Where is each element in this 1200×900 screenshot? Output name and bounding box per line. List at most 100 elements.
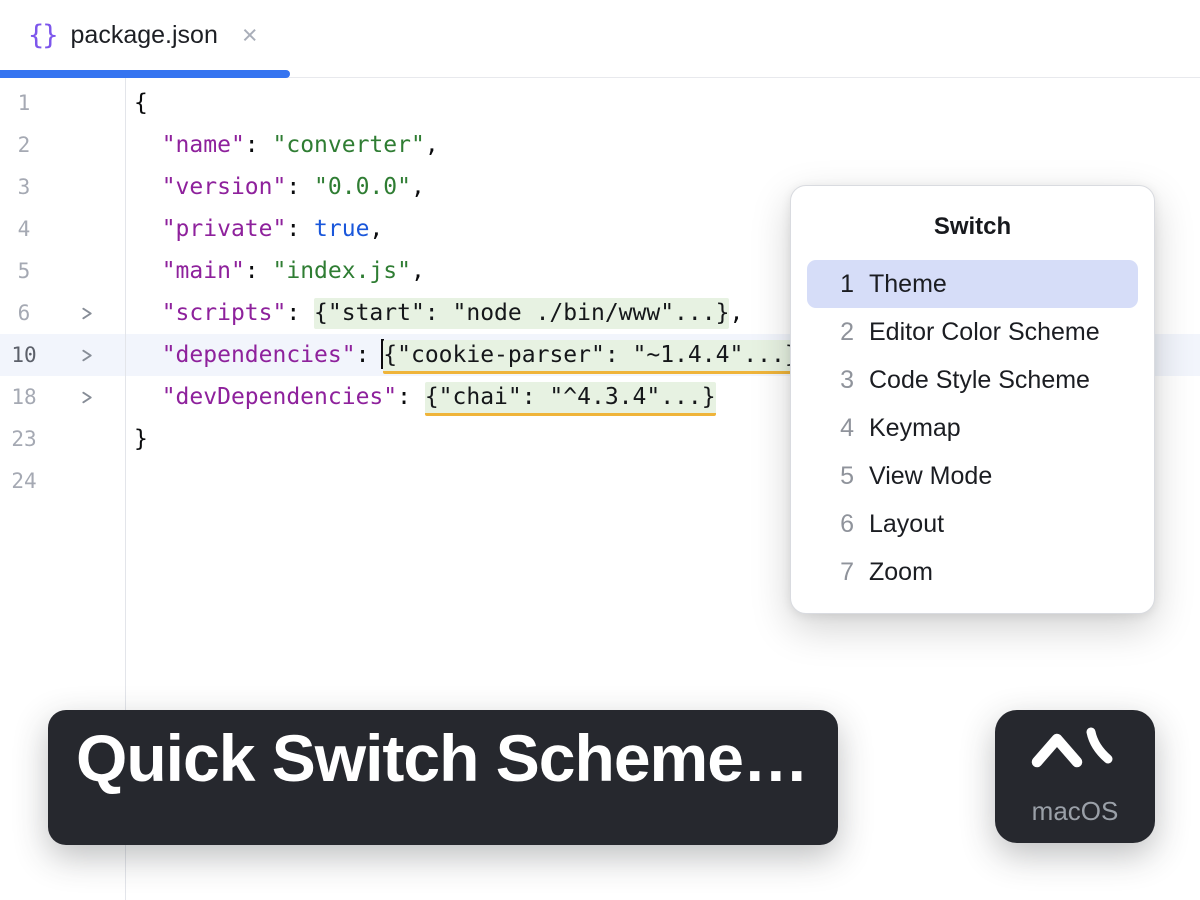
popup-item-number: 7: [840, 557, 854, 586]
fold-gutter[interactable]: [48, 292, 125, 334]
line-number[interactable]: 23: [11, 427, 37, 451]
code-segment-plain: :: [286, 216, 315, 242]
code-segment-plain: [134, 342, 162, 368]
code-text[interactable]: "version": "0.0.0",: [125, 166, 425, 208]
code-segment-plain: :: [286, 300, 315, 326]
code-segment-keyword: true: [314, 216, 370, 242]
fold-chevron-icon[interactable]: [78, 305, 95, 322]
fold-gutter[interactable]: [48, 334, 125, 376]
fold-gutter: [48, 460, 125, 502]
popup-item-label: Theme: [869, 269, 947, 298]
code-segment-plain: :: [355, 342, 384, 368]
action-name-label: Quick Switch Scheme…: [76, 721, 809, 795]
code-line[interactable]: 3 "version": "0.0.0",: [0, 166, 1200, 208]
line-number[interactable]: 6: [17, 301, 31, 325]
code-segment-plain: ,: [729, 300, 744, 326]
line-number[interactable]: 18: [11, 385, 37, 409]
fold-chevron-icon[interactable]: [78, 347, 95, 364]
code-segment-plain: [134, 258, 162, 284]
code-segment-plain: ,: [424, 132, 439, 158]
active-tab-indicator: [0, 70, 290, 78]
fold-gutter: [48, 418, 125, 460]
code-line[interactable]: 5 "main": "index.js",: [0, 250, 1200, 292]
popup-item-keymap[interactable]: 4 Keymap: [807, 404, 1138, 452]
editor-lines: 1{2 "name": "converter",3 "version": "0.…: [0, 78, 1200, 502]
code-text[interactable]: "main": "index.js",: [125, 250, 425, 292]
code-line[interactable]: 1{: [0, 82, 1200, 124]
gutter-separator: [125, 78, 126, 900]
line-number[interactable]: 1: [17, 91, 31, 115]
shortcut-keys: [1029, 726, 1155, 772]
line-number[interactable]: 10: [11, 343, 37, 367]
popup-item-number: 3: [840, 365, 854, 394]
code-segment-plain: :: [286, 174, 315, 200]
line-number[interactable]: 3: [17, 175, 31, 199]
fold-gutter[interactable]: [48, 376, 125, 418]
code-segment-plain: ,: [410, 258, 425, 284]
code-line[interactable]: 2 "name": "converter",: [0, 124, 1200, 166]
backtick-key-icon: [1086, 727, 1113, 764]
close-tab-icon[interactable]: ×: [241, 19, 258, 50]
code-segment-key: "main": [161, 258, 245, 284]
code-segment-plain: ,: [369, 216, 384, 242]
line-number[interactable]: 2: [17, 133, 31, 157]
popup-item-editor-color-scheme[interactable]: 2 Editor Color Scheme: [807, 308, 1138, 356]
popup-item-label: Code Style Scheme: [869, 365, 1090, 394]
code-line[interactable]: 24: [0, 460, 1200, 502]
control-key-icon: [1031, 733, 1083, 768]
line-number[interactable]: 4: [17, 217, 31, 241]
code-segment-plain: :: [244, 132, 273, 158]
code-segment-plain: [134, 300, 162, 326]
popup-item-number: 6: [840, 509, 854, 538]
fold-chevron-icon[interactable]: [78, 389, 95, 406]
os-label: macOS: [1031, 796, 1119, 826]
popup-item-code-style-scheme[interactable]: 3 Code Style Scheme: [807, 356, 1138, 404]
code-segment-string: "converter": [272, 132, 425, 158]
code-text[interactable]: {: [125, 82, 148, 124]
popup-item-label: Editor Color Scheme: [869, 317, 1100, 346]
json-file-icon: {}: [28, 19, 58, 51]
tab-title: package.json: [70, 20, 218, 49]
code-line[interactable]: 23}: [0, 418, 1200, 460]
code-segment-key: "scripts": [161, 300, 287, 326]
popup-item-label: Zoom: [869, 557, 933, 586]
editor-tab-bar: {} package.json ×: [0, 0, 1200, 78]
code-text[interactable]: "private": true,: [125, 208, 384, 250]
code-segment-plain: :: [397, 384, 425, 410]
popup-item-number: 4: [840, 413, 854, 442]
line-number[interactable]: 24: [11, 469, 37, 493]
popup-item-zoom[interactable]: 7 Zoom: [807, 548, 1138, 596]
code-text[interactable]: "dependencies": {"cookie-parser": "~1.4.…: [125, 334, 813, 376]
fold-gutter: [48, 166, 125, 208]
code-text[interactable]: "devDependencies": {"chai": "^4.3.4"...}: [125, 376, 716, 418]
code-segment-plain: ,: [410, 174, 425, 200]
code-segment-folded: {"start": "node ./bin/www"...}: [314, 298, 730, 329]
code-segment-plain: [134, 174, 162, 200]
code-segment-key: "name": [161, 132, 245, 158]
code-line[interactable]: 4 "private": true,: [0, 208, 1200, 250]
popup-item-label: View Mode: [869, 461, 993, 490]
code-segment-key: "devDependencies": [161, 384, 398, 410]
fold-gutter: [48, 208, 125, 250]
action-name-overlay: Quick Switch Scheme…: [48, 710, 838, 845]
code-segment-plain: {: [134, 90, 148, 116]
tab-package-json[interactable]: {} package.json ×: [0, 0, 282, 70]
code-segment-plain: :: [244, 258, 273, 284]
code-text[interactable]: [125, 460, 134, 502]
code-line[interactable]: 18 "devDependencies": {"chai": "^4.3.4".…: [0, 376, 1200, 418]
popup-item-number: 2: [840, 317, 854, 346]
code-text[interactable]: }: [125, 418, 148, 460]
line-number[interactable]: 5: [17, 259, 31, 283]
popup-item-label: Keymap: [869, 413, 961, 442]
code-text[interactable]: "name": "converter",: [125, 124, 439, 166]
code-text[interactable]: "scripts": {"start": "node ./bin/www"...…: [125, 292, 743, 334]
code-segment-key: "private": [161, 216, 287, 242]
shortcut-overlay: macOS: [995, 710, 1155, 843]
code-line[interactable]: 6 "scripts": {"start": "node ./bin/www".…: [0, 292, 1200, 334]
code-segment-key: "version": [161, 174, 287, 200]
code-segment-string: "index.js": [272, 258, 411, 284]
